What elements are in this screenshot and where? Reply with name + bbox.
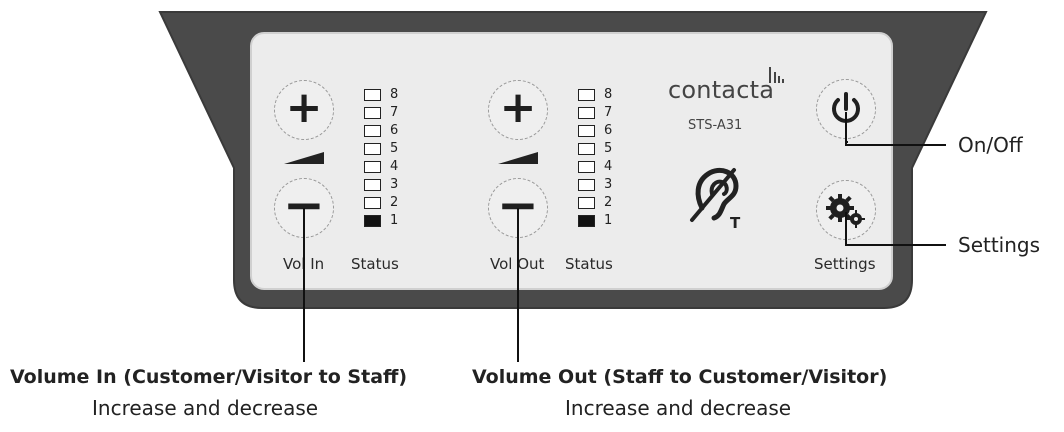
led-level-number: 5 (604, 141, 613, 156)
led-level-number: 6 (604, 123, 613, 138)
vol-out-led-row: 3 (578, 177, 626, 195)
led-level-number: 7 (604, 105, 613, 120)
led-indicator (578, 215, 595, 227)
led-indicator (578, 125, 595, 137)
led-level-number: 2 (390, 195, 399, 210)
svg-text:T: T (730, 214, 741, 230)
led-level-number: 6 (390, 123, 399, 138)
vol-out-led-row: 7 (578, 105, 626, 123)
led-indicator (364, 197, 381, 209)
plus-icon: + (499, 82, 537, 133)
led-indicator (364, 89, 381, 101)
vol-in-led-row: 4 (364, 159, 412, 177)
led-indicator (578, 197, 595, 209)
led-indicator (578, 179, 595, 191)
settings-panel-label: Settings (814, 255, 876, 273)
led-level-number: 8 (390, 87, 399, 102)
vol-out-led-row: 5 (578, 141, 626, 159)
led-level-number: 1 (390, 213, 399, 228)
led-indicator (578, 161, 595, 173)
vol-in-led-row: 7 (364, 105, 412, 123)
led-level-number: 2 (604, 195, 613, 210)
volume-in-callout-title: Volume In (Customer/Visitor to Staff) (10, 366, 408, 388)
vol-in-led-row: 1 (364, 213, 412, 231)
settings-callout-line (845, 212, 946, 246)
vol-in-led-row: 3 (364, 177, 412, 195)
volume-ramp-icon (498, 152, 538, 164)
led-level-number: 5 (390, 141, 399, 156)
vol-in-led-row: 6 (364, 123, 412, 141)
vol-in-plus-button[interactable]: + (274, 80, 334, 140)
volume-out-callout-subtitle: Increase and decrease (565, 396, 792, 420)
led-indicator (364, 161, 381, 173)
led-indicator (578, 107, 595, 119)
led-indicator (364, 107, 381, 119)
led-indicator (364, 143, 381, 155)
vol-out-led-row: 2 (578, 195, 626, 213)
led-level-number: 4 (390, 159, 399, 174)
vol-out-status-label: Status (565, 255, 613, 273)
vol-out-plus-button[interactable]: + (488, 80, 548, 140)
vol-out-led-row: 1 (578, 213, 626, 231)
led-level-number: 8 (604, 87, 613, 102)
vol-in-led-row: 5 (364, 141, 412, 159)
led-level-number: 3 (390, 177, 399, 192)
led-indicator (364, 125, 381, 137)
led-level-number: 3 (604, 177, 613, 192)
volume-in-callout-subtitle: Increase and decrease (92, 396, 319, 420)
volume-out-callout-title: Volume Out (Staff to Customer/Visitor) (472, 366, 888, 388)
hearing-loop-icon: T (690, 168, 741, 230)
led-level-number: 4 (604, 159, 613, 174)
brand-signal-icon (769, 67, 784, 83)
brand-logo: contacta (668, 76, 775, 104)
control-panel (250, 32, 893, 290)
on-off-callout: On/Off (958, 133, 1023, 157)
led-indicator (364, 179, 381, 191)
vol-out-led-row: 4 (578, 159, 626, 177)
model-number: STS-A31 (688, 118, 743, 133)
plus-icon: + (285, 82, 323, 133)
volume-ramp-icon (284, 152, 324, 164)
settings-callout: Settings (958, 233, 1041, 257)
led-indicator (364, 215, 381, 227)
vol-in-led-row: 2 (364, 195, 412, 213)
vol-out-led-row: 8 (578, 87, 626, 105)
vol-in-led-row: 8 (364, 87, 412, 105)
led-level-number: 7 (390, 105, 399, 120)
on-off-callout-line (845, 112, 946, 146)
led-indicator (578, 89, 595, 101)
led-level-number: 1 (604, 213, 613, 228)
vol-in-status-label: Status (351, 255, 399, 273)
led-indicator (578, 143, 595, 155)
vol-out-led-row: 6 (578, 123, 626, 141)
